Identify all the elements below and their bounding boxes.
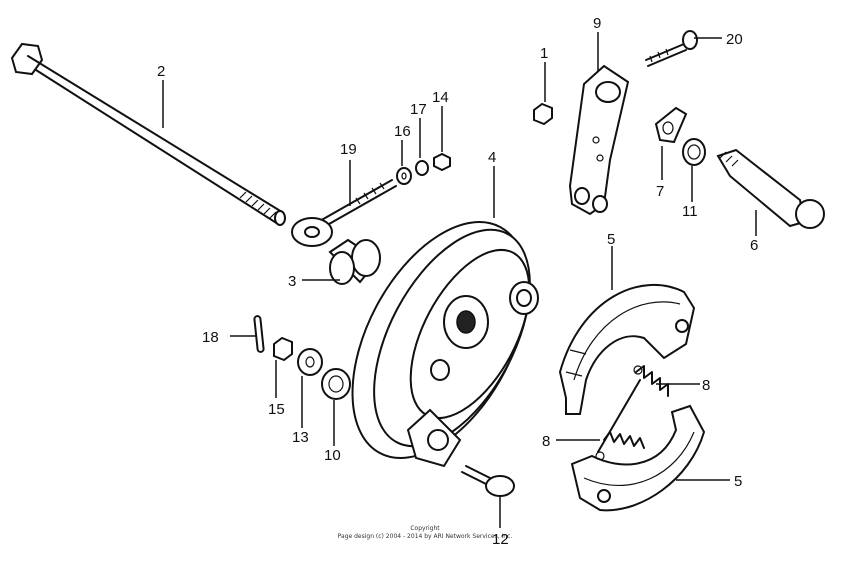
callout-10: 10 xyxy=(324,447,341,464)
washer-16-part xyxy=(396,167,412,185)
brake-panel-part xyxy=(351,221,539,468)
brake-shoe-lower-part xyxy=(570,404,706,512)
nut-1-part xyxy=(533,102,553,126)
copyright-line-2: Page design (c) 2004 - 2014 by ARI Netwo… xyxy=(338,533,513,540)
collar-part xyxy=(328,238,381,285)
leader-lines xyxy=(162,32,757,528)
callout-2: 2 xyxy=(157,63,165,80)
felt-seal-part xyxy=(682,138,706,166)
spring-right-part xyxy=(633,365,669,397)
callout-19: 19 xyxy=(340,141,357,158)
callout-7: 7 xyxy=(656,183,664,200)
callout-17: 17 xyxy=(410,101,427,118)
callout-15: 15 xyxy=(268,401,285,418)
callout-18: 18 xyxy=(202,329,219,346)
brake-shoe-upper-part xyxy=(558,283,696,415)
pivot-bolt-part xyxy=(461,465,515,497)
callout-1: 1 xyxy=(540,45,548,62)
callout-5-lower: 5 xyxy=(734,473,742,490)
seal-10-part xyxy=(321,368,351,400)
washer-13-part xyxy=(297,348,323,376)
copyright-line-1: Copyright xyxy=(410,525,440,532)
washer-17-part xyxy=(415,160,429,176)
callout-11: 11 xyxy=(682,203,698,220)
callout-6: 6 xyxy=(750,237,758,254)
callout-9: 9 xyxy=(593,15,601,32)
nut-15-part xyxy=(273,336,293,362)
indicator-plate-part xyxy=(654,106,688,144)
callout-3: 3 xyxy=(288,273,296,290)
nut-14-part xyxy=(433,152,451,172)
eye-bolt-part xyxy=(291,179,397,247)
brake-arm-part xyxy=(568,64,630,216)
brake-cam-part xyxy=(716,148,825,229)
callout-20: 20 xyxy=(726,31,743,48)
cotter-pin-part xyxy=(253,315,265,353)
callout-12: 12 xyxy=(492,531,509,548)
axle-part xyxy=(10,42,286,226)
callout-16: 16 xyxy=(394,123,411,140)
spring-left-part xyxy=(595,379,645,461)
callout-4: 4 xyxy=(488,149,496,166)
callout-8-left: 8 xyxy=(542,433,550,450)
callout-labels: 2 19 3 16 17 14 4 1 9 20 7 11 6 5 8 8 5 … xyxy=(157,15,758,548)
bolt-20-part xyxy=(645,30,698,67)
callout-13: 13 xyxy=(292,429,309,446)
copyright-footer: Copyright Page design (c) 2004 - 2014 by… xyxy=(338,525,513,540)
callout-8-right: 8 xyxy=(702,377,710,394)
callout-5-upper: 5 xyxy=(607,231,615,248)
callout-14: 14 xyxy=(432,89,449,106)
